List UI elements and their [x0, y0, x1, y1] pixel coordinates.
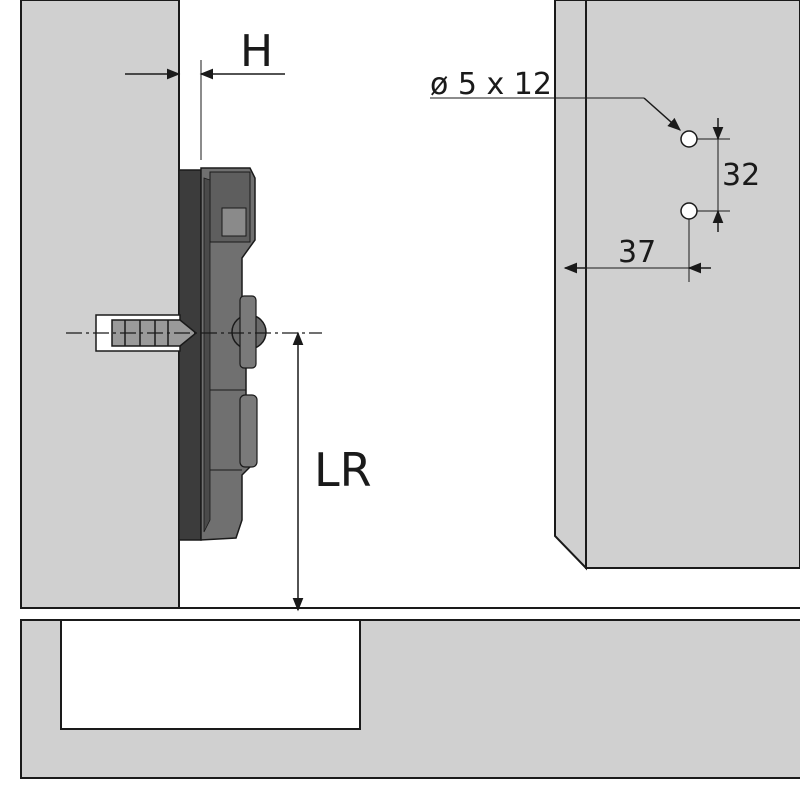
dim-32: 32 [697, 118, 760, 232]
dim-37-label: 37 [618, 235, 656, 270]
mounting-plate [178, 167, 267, 541]
hole-lower [680, 202, 698, 220]
h-dimension: H [125, 26, 285, 160]
hole-spec-callout: ø 5 x 12 [430, 67, 682, 131]
lr-label: LR [314, 443, 372, 497]
hole-spec-label: ø 5 x 12 [430, 67, 552, 102]
h-label: H [240, 26, 273, 77]
hole-upper [680, 130, 698, 148]
dim-32-label: 32 [722, 158, 760, 193]
door-panel-face [585, 0, 800, 569]
dim-37: 37 [563, 219, 711, 282]
cabinet-side-panel [20, 0, 180, 609]
door-panel-edge [554, 0, 587, 571]
bottom-panel-cutout [60, 619, 361, 730]
lr-dimension: LR [292, 331, 372, 612]
